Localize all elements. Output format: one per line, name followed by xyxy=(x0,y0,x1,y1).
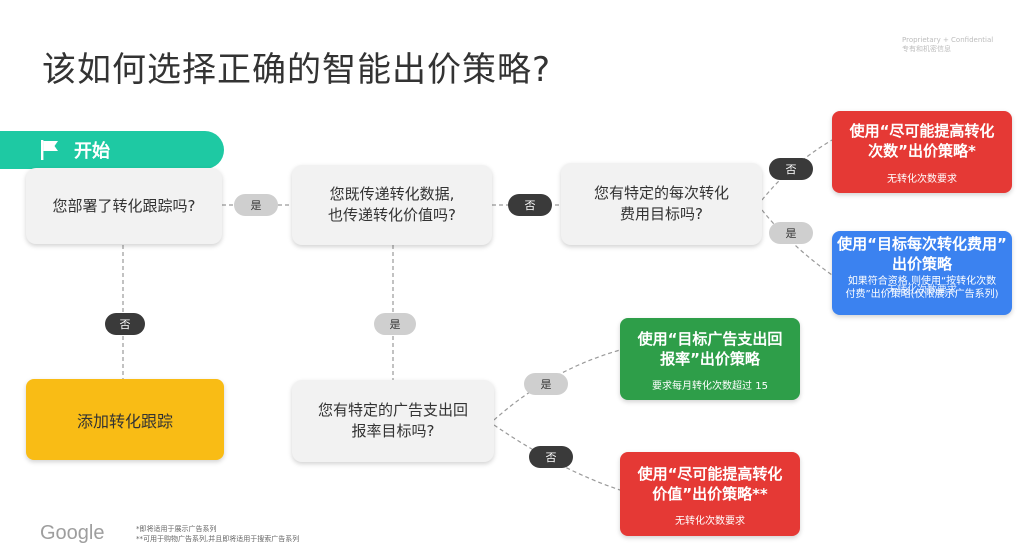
answer-yes-pill: 是 xyxy=(234,194,278,216)
answer-no-pill: 否 xyxy=(529,446,573,468)
question-conversion-tracking: 您部署了转化跟踪吗? xyxy=(26,168,222,244)
question-target-cpa: 您有特定的每次转化 费用目标吗? xyxy=(561,163,762,245)
page-title: 该如何选择正确的智能出价策略? xyxy=(42,50,552,90)
result-max-conversions: 使用“尽可能提高转化 次数”出价策略* 无转化次数要求 xyxy=(832,111,1012,193)
answer-yes-pill: 是 xyxy=(374,313,416,335)
result-target-cpa: 使用“目标每次转化费用” 出价策略 如果符合资格,则使用“按转化次数 付费”出价… xyxy=(832,231,1012,315)
answer-yes-pill: 是 xyxy=(769,222,813,244)
google-logo: Google xyxy=(40,522,105,544)
result-target-roas: 使用“目标广告支出回 报率”出价策略 要求每月转化次数超过 15 xyxy=(620,318,800,400)
start-label: 开始 xyxy=(74,141,110,162)
footnotes: *即将适用于展示广告系列 **可用于购物广告系列,并且即将适用于搜索广告系列 xyxy=(136,525,300,543)
flag-icon xyxy=(41,140,58,160)
answer-yes-pill: 是 xyxy=(524,373,568,395)
question-target-roas: 您有特定的广告支出回 报率目标吗? xyxy=(292,380,494,462)
result-max-conversion-value: 使用“尽可能提高转化 价值”出价策略** 无转化次数要求 xyxy=(620,452,800,536)
answer-no-pill: 否 xyxy=(508,194,552,216)
answer-no-pill: 否 xyxy=(769,158,813,180)
question-send-conversion-data: 您既传递转化数据, 也传递转化价值吗? xyxy=(292,165,492,245)
answer-no-pill: 否 xyxy=(105,313,145,335)
result-add-tracking: 添加转化跟踪 xyxy=(26,379,224,460)
confidential-label: Proprietary + Confidential 专有和机密信息 xyxy=(902,36,994,53)
start-banner: 开始 xyxy=(0,131,224,169)
